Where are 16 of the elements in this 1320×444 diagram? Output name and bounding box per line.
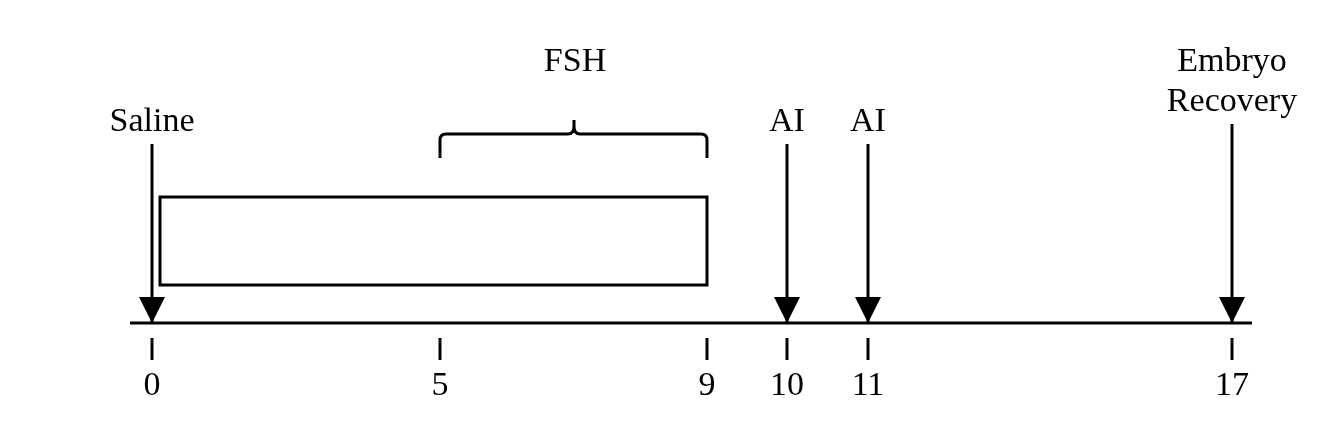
tick-label: 10 <box>769 364 805 404</box>
treatment-bar <box>158 195 709 287</box>
tick-label: 9 <box>697 364 717 404</box>
event-label: FSH <box>515 40 635 80</box>
event-label: AI <box>747 100 827 140</box>
arrow <box>139 144 165 323</box>
tick-label: 0 <box>142 364 162 404</box>
tick-label: 17 <box>1214 364 1250 404</box>
arrow <box>855 144 881 323</box>
event-label: Embryo Recovery <box>1150 40 1314 120</box>
tick-label: 11 <box>850 364 886 404</box>
arrow <box>1219 124 1245 323</box>
event-label: Saline <box>62 100 242 140</box>
arrow <box>774 144 800 323</box>
event-label: AI <box>828 100 908 140</box>
tick-label: 5 <box>430 364 450 404</box>
